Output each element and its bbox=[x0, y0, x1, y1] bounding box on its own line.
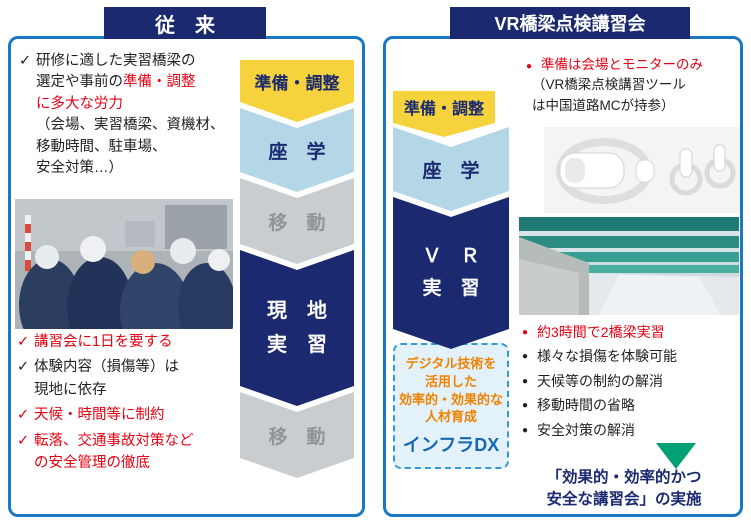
check-icon: ✓ bbox=[19, 53, 32, 69]
note-black-text: 研修に適した実習橋梁の 選定や事前の bbox=[36, 53, 196, 91]
traditional-top-note-paren: （会場、実習橋梁、資機材、 移動時間、駐車場、 安全対策…） bbox=[36, 117, 225, 177]
flow-step-preparation-vr: 準備・調整 bbox=[393, 91, 495, 137]
issue-text: 講習会に1日を要する bbox=[34, 334, 173, 350]
flow-step-preparation: 準備・調整 bbox=[240, 60, 354, 122]
note-row: ● 準備は会場とモニターのみ bbox=[526, 55, 736, 75]
check-icon: ✓ bbox=[17, 334, 30, 350]
vr-preparation-note-text: 準備は会場とモニターのみ bbox=[541, 57, 703, 72]
check-icon: ✓ bbox=[17, 359, 30, 376]
traditional-title: 従 来 bbox=[155, 14, 215, 37]
vr-preparation-note: ● 準備は会場とモニターのみ （VR橋梁点検講習ツール は中国道路MCが持参） bbox=[526, 55, 736, 116]
note-row: ✓ 研修に適した実習橋梁の 選定や事前の準備・調整 に多大な労力 （会場、実習橋… bbox=[19, 51, 235, 180]
benefit-text: 約3時間で2橋梁実習 bbox=[537, 324, 665, 340]
down-arrow-icon bbox=[656, 443, 696, 469]
bullet-icon: ● bbox=[522, 375, 529, 387]
flow-step-label: Ｖ Ｒ 実 習 bbox=[422, 245, 480, 299]
traditional-top-note: ✓ 研修に適した実習橋梁の 選定や事前の準備・調整 に多大な労力 （会場、実習橋… bbox=[19, 51, 235, 180]
benefit-item: ● 約3時間で2橋梁実習 bbox=[522, 321, 738, 343]
flow-step-label: 移 動 bbox=[268, 212, 326, 234]
traditional-panel: ✓ 研修に適した実習橋梁の 選定や事前の準備・調整 に多大な労力 （会場、実習橋… bbox=[8, 36, 365, 517]
benefit-item: ● 安全対策の解消 bbox=[522, 419, 738, 441]
bridge-vr-view-photo bbox=[519, 217, 739, 315]
check-icon: ✓ bbox=[17, 432, 30, 449]
flow-step-lecture: 座 学 bbox=[240, 108, 354, 192]
vr-panel: 準備・調整 座 学 Ｖ Ｒ 実 習 デジタル技術を 活用した 効率的・効果的な … bbox=[383, 36, 743, 517]
flow-step-onsite-practice: 現 地 実 習 bbox=[240, 250, 354, 406]
note-red-text: 準備・調整 に多大な労力 bbox=[36, 74, 196, 112]
benefit-item: ● 天候等の制約の解消 bbox=[522, 370, 738, 392]
flow-step-lecture-vr: 座 学 bbox=[393, 127, 509, 211]
vr-benefits-list: ● 約3時間で2橋梁実習 ● 様々な損傷を体験可能 ● 天候等の制約の解消 ● … bbox=[522, 321, 738, 443]
vr-flow: 準備・調整 座 学 Ｖ Ｒ 実 習 デジタル技術を 活用した 効率的・効果的な … bbox=[393, 91, 509, 469]
check-icon: ✓ bbox=[17, 407, 30, 424]
issue-item: ✓ 講習会に1日を要する bbox=[17, 331, 243, 353]
flow-step-label: 移 動 bbox=[268, 426, 326, 448]
vr-headset-photo bbox=[544, 127, 740, 213]
benefit-text: 移動時間の省略 bbox=[537, 397, 635, 414]
benefit-item: ● 様々な損傷を体験可能 bbox=[522, 345, 738, 367]
flow-step-label: 準備・調整 bbox=[254, 73, 340, 93]
bullet-icon: ● bbox=[522, 424, 529, 436]
traditional-top-note-text: 研修に適した実習橋梁の 選定や事前の準備・調整 に多大な労力 （会場、実習橋梁、… bbox=[36, 51, 225, 180]
workers-photo bbox=[15, 199, 233, 329]
traditional-issues-list: ✓ 講習会に1日を要する ✓ 体験内容（損傷等）は 現地に依存 ✓ 天候・時間等… bbox=[17, 331, 243, 478]
benefit-text: 安全対策の解消 bbox=[537, 421, 635, 438]
flow-step-vr-practice: Ｖ Ｒ 実 習 bbox=[393, 197, 509, 349]
issue-item: ✓ 天候・時間等に制約 bbox=[17, 404, 243, 426]
benefit-text: 様々な損傷を体験可能 bbox=[537, 348, 677, 365]
flow-step-label: 座 学 bbox=[268, 141, 326, 163]
traditional-header: 従 来 bbox=[104, 7, 266, 39]
issue-item: ✓ 体験内容（損傷等）は 現地に依存 bbox=[17, 356, 243, 401]
issue-text: 天候・時間等に制約 bbox=[34, 407, 165, 424]
bullet-icon: ● bbox=[522, 351, 529, 363]
traditional-flow: 準備・調整 座 学 移 動 現 地 実 習 移 動 bbox=[240, 60, 354, 478]
conclusion-text: 「効果的・効率的かつ 安全な講習会」の実施 bbox=[546, 469, 702, 508]
issue-text: 転落、交通事故対策など の安全管理の徹底 bbox=[34, 432, 194, 472]
flow-step-label: 座 学 bbox=[422, 160, 480, 182]
benefit-text: 天候等の制約の解消 bbox=[537, 372, 663, 389]
dx-box: デジタル技術を 活用した 効率的・効果的な 人材育成 インフラDX bbox=[393, 343, 509, 469]
vr-header: VR橋梁点検講習会 bbox=[450, 7, 690, 39]
benefit-item: ● 移動時間の省略 bbox=[522, 394, 738, 416]
bullet-icon: ● bbox=[522, 400, 529, 412]
bullet-icon: ● bbox=[526, 61, 533, 72]
issue-text: 体験内容（損傷等）は 現地に依存 bbox=[34, 359, 179, 398]
dx-description: デジタル技術を 活用した 効率的・効果的な 人材育成 bbox=[398, 356, 503, 425]
vr-title: VR橋梁点検講習会 bbox=[494, 14, 646, 34]
issue-item: ✓ 転落、交通事故対策など の安全管理の徹底 bbox=[17, 430, 243, 475]
bullet-icon: ● bbox=[522, 327, 529, 338]
vr-preparation-note-detail: （VR橋梁点検講習ツール は中国道路MCが持参） bbox=[532, 77, 686, 113]
flow-step-label: 現 地 実 習 bbox=[267, 300, 327, 356]
dx-tagline: インフラDX bbox=[402, 434, 500, 455]
flow-step-label: 準備・調整 bbox=[403, 101, 484, 118]
